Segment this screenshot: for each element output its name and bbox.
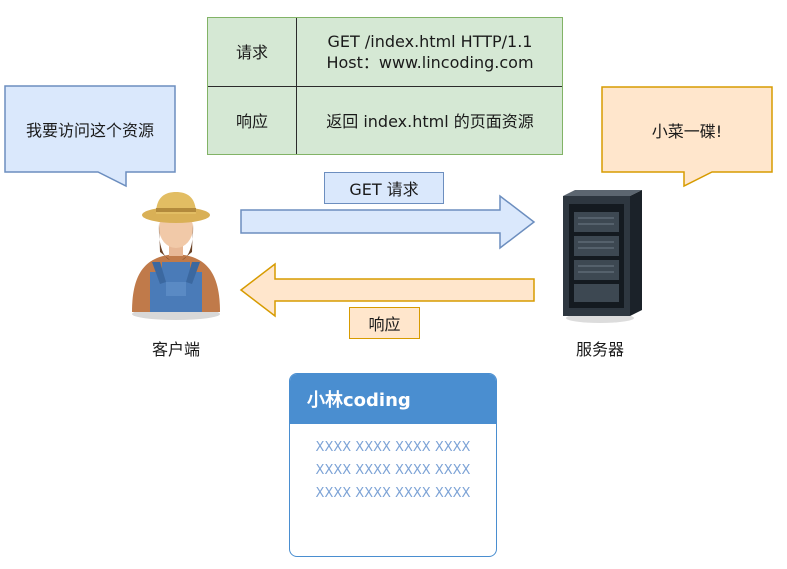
server-speech-bubble — [601, 86, 773, 188]
table-column-divider — [296, 18, 297, 154]
table-row-divider — [208, 86, 562, 87]
client-caption: 客户端 — [151, 340, 200, 359]
card-title: 小林coding — [290, 374, 496, 424]
server-bubble-text: 小菜一碟! — [651, 121, 723, 141]
client-figure-icon — [132, 192, 220, 320]
response-label: 响应 — [235, 111, 268, 131]
response-arrow — [239, 262, 535, 318]
card-line: XXXX XXXX XXXX XXXX — [315, 463, 471, 478]
server-rack-icon — [563, 190, 642, 323]
request-line: GET /index.html HTTP/1.1 — [327, 32, 533, 51]
request-arrow — [240, 194, 536, 250]
card-line: XXXX XXXX XXXX XXXX — [315, 486, 471, 501]
response-arrow-label: 响应 — [349, 307, 420, 339]
request-label: 请求 — [235, 42, 268, 62]
card-line: XXXX XXXX XXXX XXXX — [315, 440, 471, 455]
client-bubble-text: 我要访问这个资源 — [25, 121, 154, 140]
request-arrow-label: GET 请求 — [324, 172, 444, 204]
http-table: 请求 GET /index.html HTTP/1.1 Host：www.lin… — [207, 17, 563, 155]
response-value: 返回 index.html 的页面资源 — [326, 111, 534, 131]
client-speech-bubble — [4, 85, 176, 188]
card-body: XXXX XXXX XXXX XXXX XXXX XXXX XXXX XXXX … — [290, 424, 496, 505]
content-card: 小林coding XXXX XXXX XXXX XXXX XXXX XXXX X… — [289, 373, 497, 557]
request-host: Host：www.lincoding.com — [326, 53, 534, 72]
server-caption: 服务器 — [575, 340, 624, 359]
request-value: GET /index.html HTTP/1.1 Host：www.lincod… — [298, 18, 562, 86]
